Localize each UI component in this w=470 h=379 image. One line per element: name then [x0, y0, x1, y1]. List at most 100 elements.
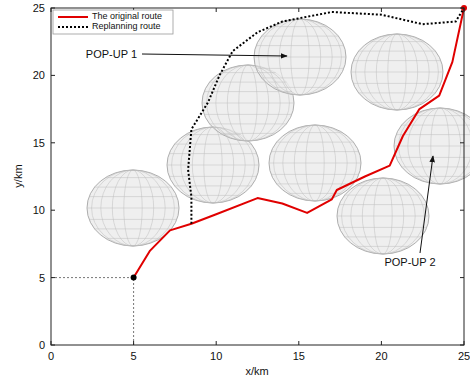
mesh-line [105, 238, 160, 239]
tick-label: 0 [48, 350, 54, 362]
tick-mark [460, 142, 464, 143]
tick-mark [51, 142, 55, 143]
threat-zone [351, 34, 443, 110]
mesh-line [412, 176, 467, 177]
threat-zone [269, 125, 361, 201]
mesh-line [95, 187, 172, 188]
tick-mark [298, 8, 299, 12]
mesh-line [355, 246, 410, 247]
tick-label: 5 [39, 272, 45, 284]
mesh-line [185, 134, 240, 135]
tick-label: 20 [375, 350, 387, 362]
mesh-line [337, 216, 429, 217]
mesh-line [220, 133, 275, 134]
tick-mark [51, 345, 55, 346]
tick-mark [51, 210, 55, 211]
mesh-line [396, 134, 470, 135]
mesh-line [175, 185, 252, 186]
mesh-line [369, 102, 424, 103]
mesh-line [287, 132, 342, 133]
mesh-line [220, 72, 275, 73]
tick-mark [51, 341, 52, 345]
tick-mark [51, 75, 55, 76]
mesh-line [353, 60, 441, 61]
mesh-line [272, 87, 327, 88]
mesh-line [87, 208, 179, 209]
mesh-line [202, 103, 294, 104]
tick-mark [216, 8, 217, 12]
tick-label: 20 [33, 69, 45, 81]
leader-arrow [420, 156, 433, 253]
mesh-line [402, 166, 470, 167]
replanning-route [188, 8, 464, 224]
mesh-line [210, 123, 287, 124]
zone-mesh [87, 19, 470, 254]
mesh-line [271, 174, 359, 175]
mesh-line [355, 185, 410, 186]
mesh-line [353, 83, 441, 84]
tick-label: 15 [293, 350, 305, 362]
mesh-line [345, 236, 422, 237]
original-route [134, 8, 464, 278]
tick-mark [298, 341, 299, 345]
mesh-line [394, 146, 470, 147]
guide-line [51, 277, 134, 278]
mesh-line [262, 36, 339, 37]
tick-mark [51, 277, 55, 278]
callout-label: POP-UP 1 [86, 48, 137, 60]
mesh-line [169, 153, 257, 154]
threat-zone [254, 19, 346, 95]
mesh-line [359, 51, 436, 52]
mesh-line [175, 144, 252, 145]
mesh-line [254, 57, 346, 58]
legend-box [53, 10, 173, 34]
mesh-line [89, 219, 177, 220]
mesh-line [369, 41, 424, 42]
mesh-line [185, 195, 240, 196]
mesh-line [169, 176, 257, 177]
tick-label: 0 [39, 339, 45, 351]
tick-mark [216, 341, 217, 345]
mesh-line [204, 114, 292, 115]
tick-label: 15 [33, 137, 45, 149]
leader-arrow [142, 54, 287, 56]
guide-line [133, 278, 134, 345]
tick-mark [133, 341, 134, 345]
axis-ticks [51, 8, 464, 345]
mesh-line [89, 196, 177, 197]
legend-sample [58, 16, 88, 18]
start-point [131, 275, 137, 281]
callout-label: POP-UP 2 [384, 256, 435, 268]
tick-mark [460, 75, 464, 76]
mesh-line [345, 195, 422, 196]
tick-mark [460, 210, 464, 211]
tick-label: 5 [131, 350, 137, 362]
legend-text: Replanning route [92, 22, 161, 32]
goal-point [461, 5, 467, 11]
mesh-line [262, 77, 339, 78]
mesh-line [339, 204, 427, 205]
mesh-line [269, 163, 361, 164]
threat-zone [337, 178, 429, 254]
tick-label: 25 [458, 350, 470, 362]
mesh-line [271, 151, 359, 152]
legend-text: The original route [92, 12, 162, 22]
mesh-line [204, 91, 292, 92]
mesh-line [402, 125, 470, 126]
mesh-line [105, 177, 160, 178]
mesh-line [167, 165, 259, 166]
mesh-line [412, 115, 467, 116]
tick-mark [460, 345, 464, 346]
mesh-line [277, 142, 354, 143]
mesh-line [256, 68, 344, 69]
tick-mark [381, 8, 382, 12]
tick-mark [51, 8, 55, 9]
mesh-line [256, 45, 344, 46]
mesh-line [210, 82, 287, 83]
mesh-line [95, 228, 172, 229]
threat-zones [87, 19, 470, 254]
tick-mark [51, 8, 52, 12]
axis-title: x/km [245, 365, 268, 377]
